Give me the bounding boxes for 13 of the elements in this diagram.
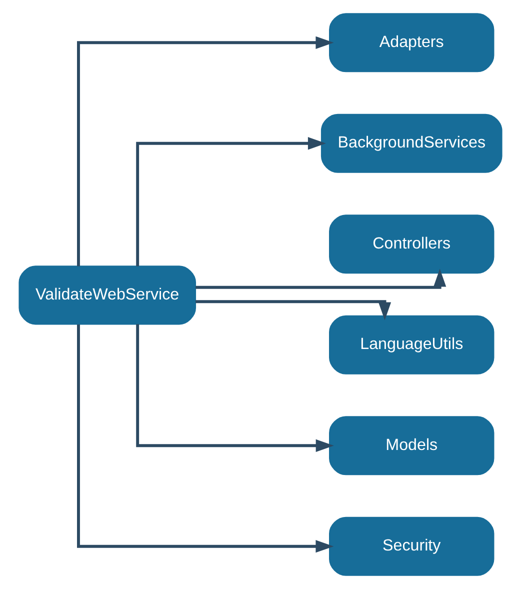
arrow (136, 137, 326, 266)
node-box: Models (328, 416, 494, 476)
arrow (76, 36, 334, 266)
arrow (195, 300, 391, 320)
node-box: Security (328, 516, 494, 576)
node-box: BackgroundServices (320, 114, 502, 173)
arrow (76, 324, 334, 553)
node-box: LanguageUtils (328, 315, 494, 374)
node-box: Controllers (328, 214, 494, 274)
arrow (136, 324, 334, 452)
node-box: ValidateWebService (18, 266, 196, 325)
arrow (195, 268, 446, 289)
node-box: Adapters (328, 13, 494, 72)
